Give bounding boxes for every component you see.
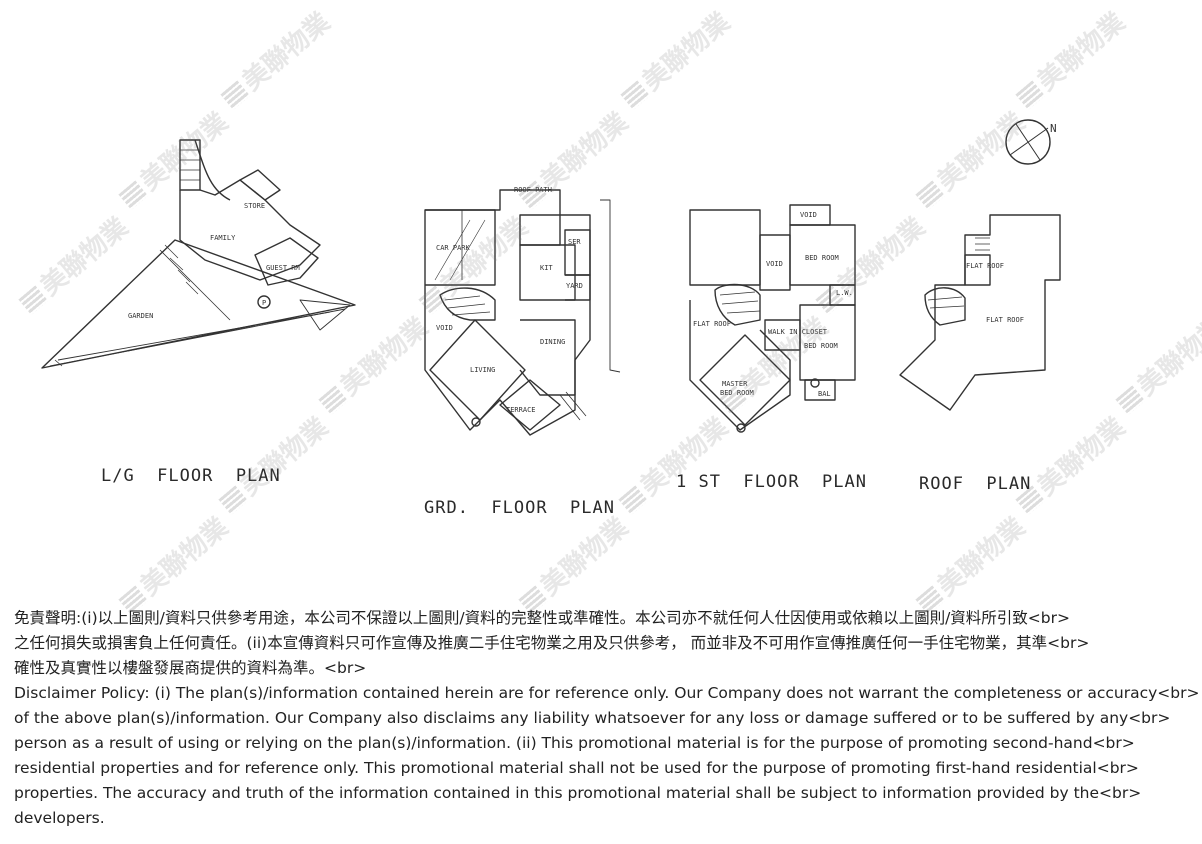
- disclaimer: 免責聲明:(i)以上圖則/資料只供參考用途，本公司不保證以上圖則/資料的完整性或…: [14, 606, 1200, 831]
- label-master-bed-room: BED ROOM: [720, 389, 754, 397]
- label-void-grd: VOID: [436, 324, 453, 332]
- label-kit: KIT: [540, 264, 553, 272]
- disclaimer-zh-line: 之任何損失或損害負上任何責任。(ii)本宣傳資料只可作宣傳及推廣二手住宅物業之用…: [14, 634, 1090, 652]
- void-left: [759, 234, 791, 291]
- master-outline: [689, 300, 791, 431]
- label-living: LIVING: [470, 366, 495, 374]
- floor-plan-image: STORE FAMILY GUEST RM GARDEN P ROOF PATH…: [18, 7, 1202, 615]
- label-flat-roof-roof-small: FLAT ROOF: [966, 262, 1004, 270]
- master-bedroom: [699, 334, 791, 426]
- guest-room: [254, 237, 319, 286]
- roof-flat-roof-small: [964, 254, 991, 286]
- first-floor-plan: [689, 204, 856, 433]
- kitchen: [519, 244, 576, 301]
- bed-room-2: [799, 304, 856, 381]
- label-north: N: [1050, 122, 1057, 135]
- label-flat-roof-first: FLAT ROOF: [693, 320, 731, 328]
- label-dining: DINING: [540, 338, 565, 346]
- label-terrace: TERRACE: [506, 406, 536, 414]
- grd-wc: [519, 214, 561, 246]
- store-room: [239, 169, 281, 201]
- disclaimer-en-line: developers.: [14, 809, 105, 827]
- lg-floor-plan: [41, 139, 356, 369]
- north-arrow-icon: [1005, 119, 1051, 165]
- servant-room: [564, 229, 591, 276]
- roof-stair: [924, 287, 966, 326]
- label-walk-in: WALK IN CLOSET: [768, 328, 828, 336]
- label-flat-roof-roof: FLAT ROOF: [986, 316, 1024, 324]
- label-void-first-top: VOID: [800, 211, 817, 219]
- living-room: [429, 319, 526, 421]
- floor-plan-drawing: STORE FAMILY GUEST RM GARDEN P ROOF PATH…: [41, 119, 1061, 436]
- label-void-first-left: VOID: [766, 260, 783, 268]
- roof-plan: [899, 214, 1061, 411]
- lg-floor-plan-title: L/G FLOOR PLAN: [101, 466, 281, 486]
- roof-plan-title: ROOF PLAN: [919, 474, 1032, 494]
- label-yard: YARD: [566, 282, 583, 290]
- label-bed-room-1: BED ROOM: [805, 254, 839, 262]
- grd-stair: [439, 287, 496, 321]
- label-roof-path: ROOF PATH: [514, 186, 552, 194]
- disclaimer-en-line: Disclaimer Policy: (i) The plan(s)/infor…: [14, 684, 1200, 702]
- label-parking-lg: P: [262, 299, 266, 307]
- grd-floor-plan-title: GRD. FLOOR PLAN: [424, 498, 615, 518]
- terrace: [499, 379, 561, 431]
- label-car-park: CAR PARK: [436, 244, 471, 252]
- grd-floor-plan: [424, 189, 621, 436]
- label-family: FAMILY: [210, 234, 236, 242]
- label-bal: BAL: [818, 390, 831, 398]
- disclaimer-zh-line: 免責聲明:(i)以上圖則/資料只供參考用途，本公司不保證以上圖則/資料的完整性或…: [14, 609, 1070, 627]
- label-garden: GARDEN: [128, 312, 153, 320]
- balcony: [804, 379, 836, 401]
- disclaimer-en-line: person as a result of using or relying o…: [14, 734, 1135, 752]
- first-floor-plan-title: 1 ST FLOOR PLAN: [676, 472, 867, 492]
- label-ser: SER: [568, 238, 581, 246]
- disclaimer-zh-line: 確性及真實性以樓盤發展商提供的資料為準。<br>: [14, 659, 367, 677]
- label-bed-room-2: BED ROOM: [804, 342, 838, 350]
- label-master: MASTER: [722, 380, 748, 388]
- disclaimer-en-line: residential properties and for reference…: [14, 759, 1139, 777]
- disclaimer-zh: 免責聲明:(i)以上圖則/資料只供參考用途，本公司不保證以上圖則/資料的完整性或…: [14, 606, 1194, 681]
- label-store: STORE: [244, 202, 265, 210]
- disclaimer-en-line: of the above plan(s)/information. Our Co…: [14, 709, 1171, 727]
- disclaimer-en-line: properties. The accuracy and truth of th…: [14, 784, 1142, 802]
- dining-room: [519, 319, 576, 396]
- first-stair: [714, 283, 761, 326]
- walk-in-closet: [764, 319, 801, 351]
- label-lw: L.W.: [836, 289, 853, 297]
- disclaimer-en: Disclaimer Policy: (i) The plan(s)/infor…: [14, 681, 1200, 831]
- label-guest-rm: GUEST RM: [266, 264, 300, 272]
- garden-outline: [41, 239, 356, 369]
